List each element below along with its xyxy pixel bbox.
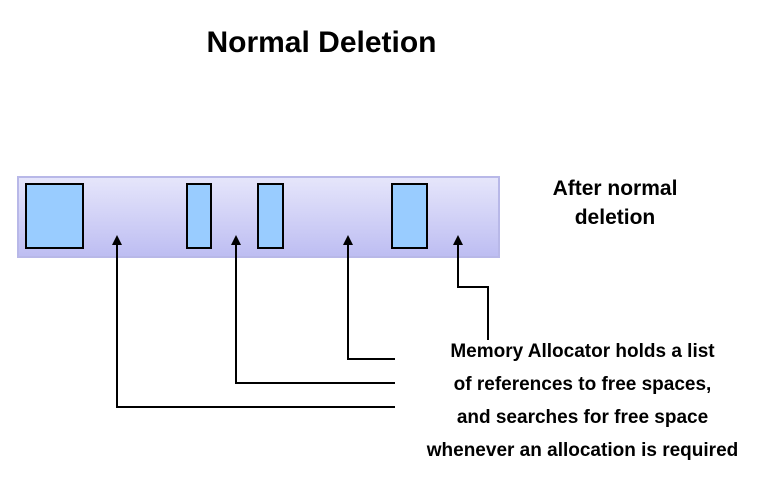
free-space-reference-arrow-4 xyxy=(453,235,489,340)
free-space-reference-arrow-3 xyxy=(343,235,395,360)
diagram-title: Normal Deletion xyxy=(206,26,437,59)
free-space-reference-arrow-2 xyxy=(231,235,395,384)
after-deletion-label-line: deletion xyxy=(574,206,656,229)
allocated-block-3 xyxy=(257,183,284,249)
after-deletion-label-line: After normal xyxy=(552,177,678,200)
note-line: and searches for free space xyxy=(456,407,709,428)
allocated-block-4 xyxy=(391,183,428,249)
free-space-reference-arrow-1 xyxy=(112,235,395,408)
allocated-block-2 xyxy=(186,183,212,249)
note-line: whenever an allocation is required xyxy=(426,440,739,461)
note-line: of references to free spaces, xyxy=(453,374,712,395)
memory-allocator-note: Memory Allocator holds a list of referen… xyxy=(400,335,765,467)
allocated-block-1 xyxy=(25,183,84,249)
note-line: Memory Allocator holds a list xyxy=(450,341,715,362)
after-deletion-label: After normal deletion xyxy=(520,174,710,232)
